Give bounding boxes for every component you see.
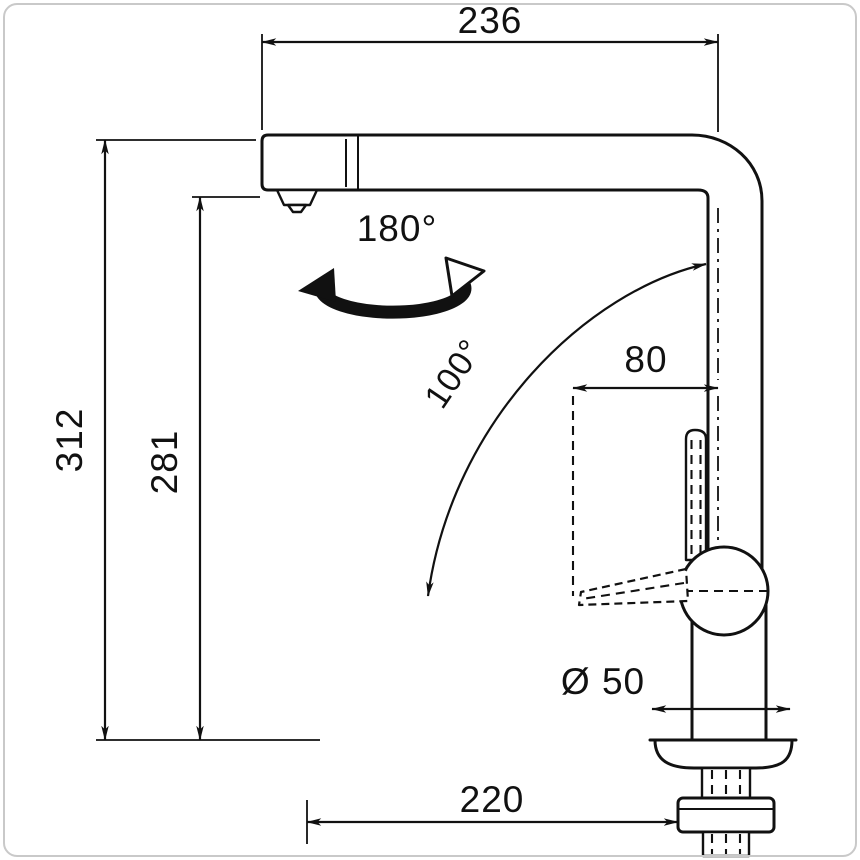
base-flange (653, 738, 794, 770)
spout-tube (260, 133, 764, 571)
dim-220-label: 220 (460, 779, 525, 820)
dimension-312: 312 (49, 139, 320, 741)
diameter-50-dimension: Ø 50 (561, 661, 791, 713)
angle-100-dimension: 100° (417, 262, 707, 597)
joint-ball (678, 545, 770, 637)
dimension-80: 80 (571, 208, 719, 596)
dim-236-label: 236 (458, 0, 523, 41)
swivel-angle-label: 180° (357, 208, 438, 249)
faucet-outline (260, 133, 798, 858)
dim-312-label: 312 (49, 408, 90, 473)
aerator (275, 188, 319, 207)
angle-100-label: 100° (417, 332, 490, 415)
bottom-fitting (701, 830, 751, 858)
lever-handle (577, 567, 690, 607)
body-fill (692, 600, 766, 740)
dim-80-label: 80 (624, 339, 667, 380)
mounting-nut (676, 796, 776, 834)
dimension-236: 236 (261, 0, 719, 132)
dimension-281: 281 (144, 196, 260, 741)
rotation-180-symbol: 180° (298, 208, 486, 319)
dimension-220: 220 (306, 779, 679, 844)
dim-281-label: 281 (144, 430, 185, 495)
rotation-band (314, 270, 472, 319)
angle-arc (426, 262, 707, 597)
diameter-label: Ø 50 (561, 661, 645, 702)
handle-stem (684, 428, 708, 562)
rotation-arrow-filled (298, 268, 336, 302)
aerator-tip (286, 203, 308, 214)
